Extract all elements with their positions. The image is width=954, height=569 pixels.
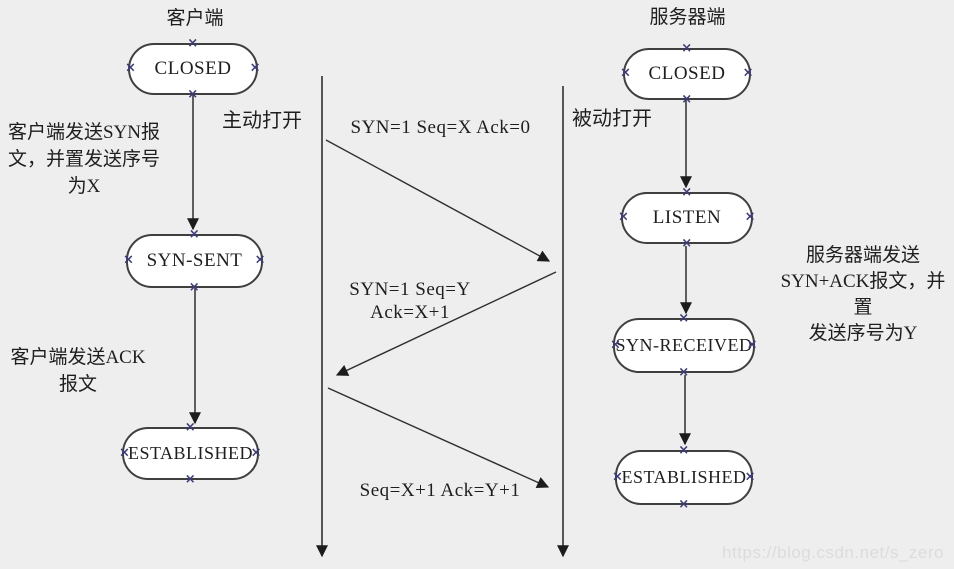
message-line: SYN=1 Seq=Y: [349, 279, 471, 300]
connector-handle-icon: ×: [618, 209, 630, 225]
server-column-title: 服务器端: [649, 7, 726, 28]
connector-handle-icon: ×: [678, 311, 690, 326]
annotation-line: 客户端发送SYN报: [7, 122, 160, 143]
connector-handle-icon: ×: [612, 469, 624, 484]
connector-handle-icon: ×: [187, 87, 199, 102]
client-ack-annotation: 客户端发送ACK 报文: [0, 344, 156, 398]
connector-handle-icon: ×: [184, 472, 197, 487]
active-open-label: 主动打开: [222, 110, 302, 132]
connector-handle-icon: ×: [188, 280, 201, 295]
connector-handle-icon: ×: [681, 41, 693, 56]
annotation-line: 为X: [67, 176, 101, 197]
connector-handle-icon: ×: [681, 236, 693, 251]
annotation-line: 文，并置发送序号: [7, 149, 160, 170]
connector-handle-icon: ×: [184, 420, 197, 435]
connector-handle-icon: ×: [188, 227, 201, 242]
connector-handle-icon: ×: [744, 469, 756, 484]
state-server-established: ESTABLISHED × × × ×: [612, 444, 756, 511]
client-column-title: 客户端: [166, 8, 224, 29]
connector-handle-icon: ×: [187, 36, 199, 51]
state-client-closed: CLOSED × × × ×: [125, 37, 261, 101]
state-label: CLOSED: [648, 63, 726, 84]
annotation-line: SYN+ACK报文，并置: [780, 271, 946, 318]
connector-handle-icon: ×: [119, 445, 131, 460]
state-client-established: ESTABLISHED × × × ×: [119, 421, 262, 486]
state-label: SYN-RECEIVED: [615, 335, 753, 355]
synack-message-arrow: [335, 271, 557, 376]
connector-handle-icon: ×: [744, 209, 756, 225]
annotation-line: 服务器端发送: [805, 245, 920, 266]
message-line: Ack=X+1: [370, 302, 450, 323]
connector-handle-icon: ×: [678, 497, 690, 512]
syn-message-arrow: [325, 139, 551, 262]
ack-message-arrow: [327, 387, 550, 489]
synack-message-label: SYN=1 Seq=Y Ack=X+1: [330, 278, 490, 324]
state-label: LISTEN: [652, 207, 722, 228]
connector-handle-icon: ×: [249, 60, 261, 76]
connector-handle-icon: ×: [678, 365, 690, 380]
connector-handle-icon: ×: [123, 252, 135, 268]
connector-handle-icon: ×: [746, 337, 758, 352]
message-line: Seq=X+1 Ack=Y+1: [359, 480, 521, 501]
connector-handle-icon: ×: [250, 445, 262, 460]
state-label: ESTABLISHED: [127, 443, 254, 463]
state-server-closed: CLOSED × × × ×: [620, 42, 754, 106]
connector-handle-icon: ×: [254, 252, 266, 268]
client-syn-annotation: 客户端发送SYN报 文，并置发送序号 为X: [0, 119, 168, 200]
annotation-line: 客户端发送ACK: [10, 347, 146, 368]
state-label: SYN-SENT: [146, 250, 243, 271]
state-server-syn-received: SYN-RECEIVED × × × ×: [610, 312, 758, 379]
connector-handle-icon: ×: [610, 337, 622, 352]
connector-handle-icon: ×: [742, 65, 754, 81]
connector-handle-icon: ×: [620, 65, 632, 81]
ack-message-label: Seq=X+1 Ack=Y+1: [340, 479, 540, 502]
state-client-syn-sent: SYN-SENT × × × ×: [123, 228, 266, 294]
connector-handle-icon: ×: [681, 92, 693, 107]
syn-message-label: SYN=1 Seq=X Ack=0: [338, 116, 543, 139]
connector-handle-icon: ×: [678, 443, 690, 458]
annotation-line: 报文: [58, 374, 97, 395]
annotation-line: 发送序号为Y: [808, 323, 918, 344]
connector-handle-icon: ×: [681, 185, 693, 200]
state-label: CLOSED: [154, 58, 232, 79]
passive-open-label: 被动打开: [572, 108, 652, 130]
watermark: https://blog.csdn.net/s_zero: [722, 543, 944, 562]
server-synack-annotation: 服务器端发送 SYN+ACK报文，并置 发送序号为Y: [772, 243, 954, 347]
state-server-listen: LISTEN × × × ×: [618, 186, 756, 250]
message-line: SYN=1 Seq=X Ack=0: [350, 117, 531, 138]
state-label: ESTABLISHED: [621, 467, 747, 487]
connector-handle-icon: ×: [125, 60, 137, 76]
